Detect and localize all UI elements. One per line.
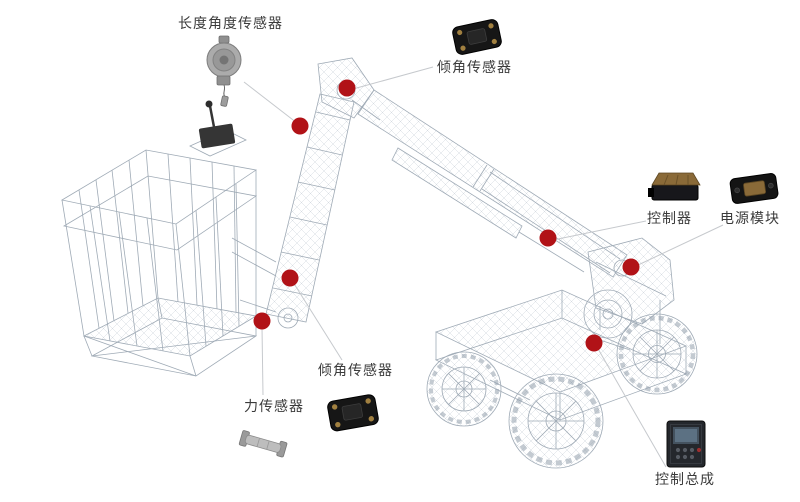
connector-assembly (596, 346, 667, 468)
wheel-front (508, 373, 604, 469)
sensor-icons (206, 19, 779, 468)
label-length-angle-sensor: 长度角度传感器 (178, 16, 283, 32)
tilt-sensor-bottom-icon (327, 394, 379, 432)
marker-tilt-sensor-top (338, 79, 356, 97)
marker-length-angle-sensor (291, 117, 309, 135)
riser-boom (265, 93, 355, 329)
connector-power (635, 224, 724, 267)
force-sensor-icon (238, 430, 288, 458)
connector-force (261, 326, 264, 396)
power-module-icon (729, 173, 779, 204)
controller-icon (648, 172, 701, 201)
label-control-assembly: 控制总成 (655, 472, 715, 488)
label-force-sensor: 力传感器 (244, 399, 304, 415)
label-tilt-sensor-bottom: 倾角传感器 (318, 363, 393, 379)
draw-wire-sensor-icon (206, 35, 242, 107)
control-assembly-icon (666, 420, 706, 468)
basket-console (189, 100, 247, 157)
lift-cylinder (391, 147, 585, 273)
connector-controller (552, 220, 647, 241)
basket-cage (60, 149, 258, 377)
marker-tilt-sensor-bottom (281, 269, 299, 287)
marker-power-module (622, 258, 640, 276)
wheel-left (426, 351, 502, 427)
tilt-sensor-top-icon (452, 19, 502, 55)
label-controller: 控制器 (647, 211, 692, 227)
boom-lift-wireframe (60, 57, 698, 469)
connector-lines (243, 66, 724, 468)
main-boom (357, 89, 631, 278)
connector-length-angle (243, 81, 298, 124)
wheel-right (616, 313, 698, 395)
connector-tilt-bottom (292, 281, 343, 361)
marker-force-sensor (253, 312, 271, 330)
sensor-markers (253, 79, 640, 352)
marker-controller (539, 229, 557, 247)
marker-control-assembly (585, 334, 603, 352)
label-tilt-sensor-top: 倾角传感器 (437, 60, 512, 76)
connector-tilt-top (352, 66, 434, 90)
label-power-module: 电源模块 (720, 211, 780, 227)
